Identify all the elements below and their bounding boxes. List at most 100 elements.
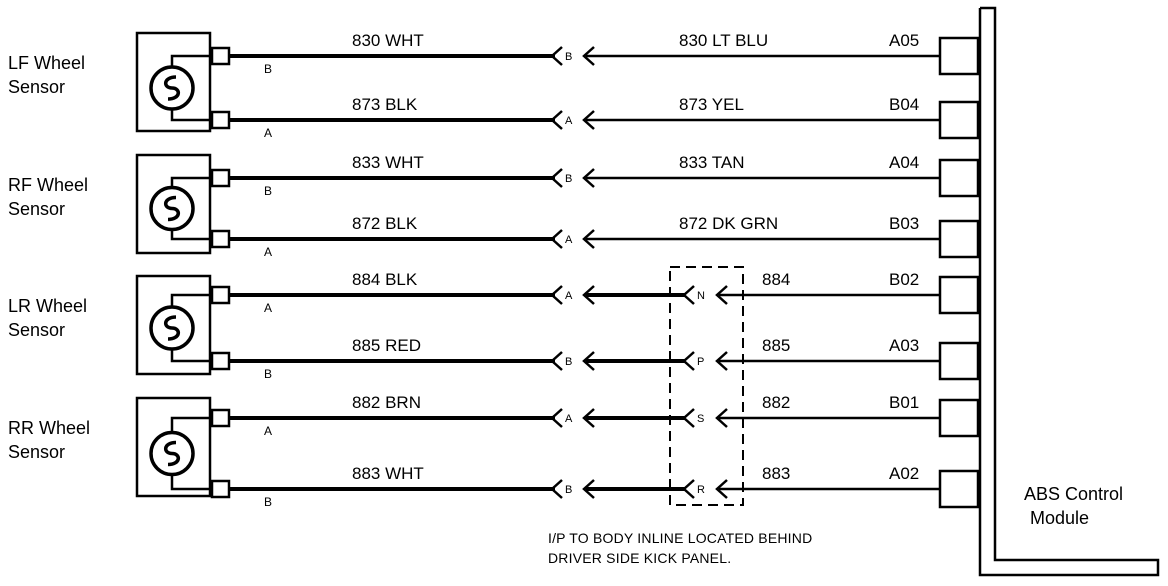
inline-connector-male [582,351,595,371]
sensor-pin-terminal [210,351,231,371]
wire-label: 873 BLK [352,95,418,114]
module-terminal-label: B01 [889,393,919,412]
inline-pin-letter: A [565,234,573,246]
sensor-lead [170,416,213,433]
sensor-pin-letter: B [264,184,272,198]
module-wire-label: 884 [762,270,790,289]
sensor-pin-terminal [210,46,231,66]
sensor-pin-letter: B [264,367,272,381]
wire-3-1: B 883 WHT B R 883 A02 [210,464,980,509]
inline-pin-letter: A [565,413,573,425]
inline-connector-female [550,168,563,188]
sine-wave-icon [164,440,180,467]
inline-pin-letter: A [565,290,573,302]
inline-connector-male [582,285,595,305]
sensor-name-line1: RF Wheel [8,175,88,195]
body-connector-female [682,351,695,371]
wire-label: 833 WHT [352,153,424,172]
body-pin-letter: S [697,413,704,425]
inline-pin-letter: B [565,484,572,496]
sensor-lead [170,293,213,307]
module-name-line1: ABS Control [1024,484,1123,504]
module-terminal-label: B02 [889,270,919,289]
wire-label: 883 WHT [352,464,424,483]
inline-connector-male [582,168,595,188]
sensor-lead [170,474,213,491]
inline-connector-male [582,46,595,66]
body-connector-male [715,285,728,305]
sensor-pin-terminal [210,408,231,428]
inline-connector-female [550,285,563,305]
inline-connector-female [550,408,563,428]
module-terminal [938,36,980,76]
sensor-pin-letter: A [264,424,272,438]
module-housing-outline [978,6,1160,577]
module-wire-label: 872 DK GRN [679,214,778,233]
sensor-housing [135,31,212,133]
module-wire-label: 830 LT BLU [679,31,768,50]
module-terminal [938,158,980,198]
sensor-pin-letter: B [264,495,272,509]
module-terminal-label: A03 [889,336,919,355]
inline-note-line2: DRIVER SIDE KICK PANEL. [548,550,731,566]
module-terminal-label: A02 [889,464,919,483]
inline-pin-letter: B [565,51,572,63]
module-name-line2: Module [1030,508,1089,528]
sensor-housing [135,274,212,376]
body-inline-connector-outline [669,266,744,506]
sensor-lead [170,229,213,241]
inline-note-line1: I/P TO BODY INLINE LOCATED BEHIND [548,530,812,546]
sine-wave-icon [164,195,180,222]
sensor-pin-letter: A [264,301,272,315]
wire-label: 872 BLK [352,214,418,233]
sensor-lead [170,109,213,122]
module-terminal [938,469,980,509]
module-terminal-label: B04 [889,95,919,114]
inline-connector-female [550,229,563,249]
inline-connector-male [582,479,595,499]
body-pin-letter: P [697,356,704,368]
sensor-name-line2: Sensor [8,442,65,462]
sensor-pin-terminal [210,110,231,130]
inline-connector-female [550,351,563,371]
sensor-lead [170,54,213,67]
module-wire-label: 873 YEL [679,95,744,114]
body-connector-female [682,285,695,305]
sensor-name-line1: RR Wheel [8,418,90,438]
module-wire-label: 882 [762,393,790,412]
inline-pin-letter: B [565,173,572,185]
module-terminal-label: A04 [889,153,919,172]
sensor-name-line1: LR Wheel [8,296,87,316]
body-pin-letter: N [697,290,705,302]
body-connector-male [715,408,728,428]
sensor-name-line1: LF Wheel [8,53,85,73]
sensor-pin-terminal [210,479,231,499]
module-wire-label: 883 [762,464,790,483]
sensor-name-line2: Sensor [8,320,65,340]
inline-pin-letter: B [565,356,572,368]
sensor-pin-letter: A [264,245,272,259]
inline-connector-male [582,110,595,130]
body-pin-letter: R [697,484,705,496]
module-terminal [938,275,980,315]
sine-wave-icon [164,315,180,341]
sensor-housing [135,153,212,255]
inline-connector-female [550,479,563,499]
module-terminal [938,341,980,381]
sensor-pin-letter: B [264,62,272,76]
wire-label: 885 RED [352,336,421,355]
sensor-housing [135,396,212,498]
wire-label: 830 WHT [352,31,424,50]
body-connector-male [715,351,728,371]
